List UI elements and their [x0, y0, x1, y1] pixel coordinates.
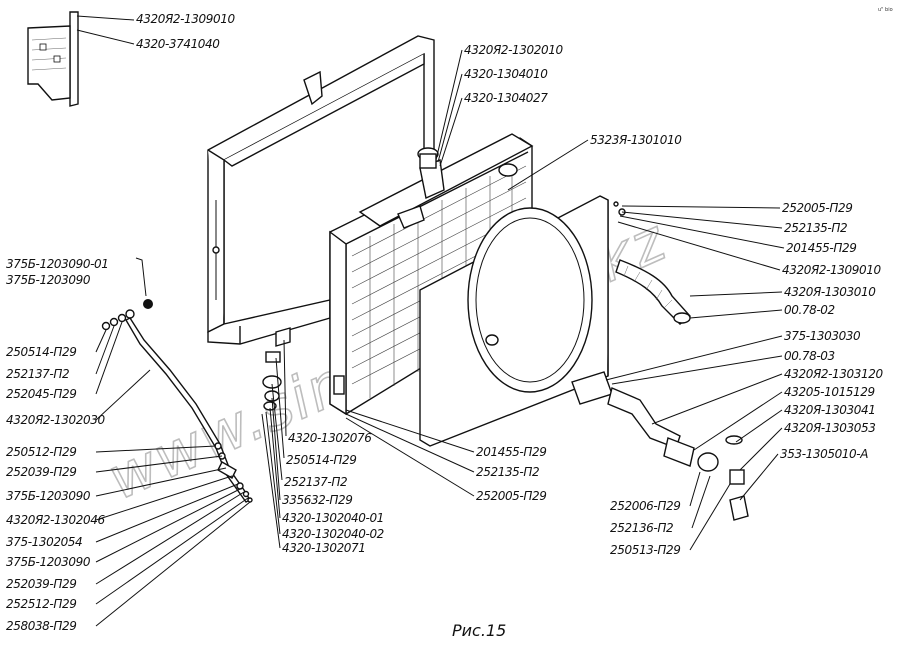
label-9: 201455-П29 [786, 241, 856, 255]
label-46: 252136-П2 [610, 521, 673, 535]
label-13: 375-1303030 [784, 329, 861, 343]
label-10: 4320Я2-1309010 [782, 263, 881, 277]
label-24: 252045-П29 [6, 387, 76, 401]
label-34: 258038-П29 [6, 619, 76, 633]
label-22: 250514-П29 [6, 345, 76, 359]
label-29: 4320Я2-1302046 [6, 513, 105, 527]
leader-lines [76, 15, 785, 627]
label-25: 4320Я2-1302030 [6, 413, 105, 427]
label-26: 250512-П29 [6, 445, 76, 459]
label-11: 4320Я-1303010 [784, 285, 876, 299]
label-32: 252039-П29 [6, 577, 76, 591]
label-38: 335632-П29 [282, 493, 352, 507]
label-41: 4320-1302071 [282, 541, 366, 555]
label-8: 252135-П2 [784, 221, 847, 235]
figure-caption: Рис.15 [452, 621, 506, 640]
label-31: 375Б-1203090 [6, 555, 91, 569]
label-4: 4320-1304010 [464, 67, 548, 81]
drain-valve-parts [262, 327, 291, 411]
label-17: 4320Я-1303041 [784, 403, 875, 417]
fan-shroud [419, 195, 609, 447]
label-16: 43205-1015129 [784, 385, 875, 399]
radiator-mounting-frame [207, 35, 435, 345]
label-27: 252039-П29 [6, 465, 76, 479]
label-35: 4320-1302076 [288, 431, 372, 445]
label-19: 353-1305010-А [780, 447, 868, 461]
label-45: 252006-П29 [610, 499, 680, 513]
label-18: 4320Я-1303053 [784, 421, 875, 435]
label-7: 252005-П29 [782, 201, 852, 215]
label-33: 252512-П29 [6, 597, 76, 611]
label-14: 00.78-03 [784, 349, 835, 363]
label-43: 252135-П2 [476, 465, 539, 479]
label-20: 375Б-1203090-01 [6, 257, 109, 271]
bracket-with-plate [27, 11, 79, 107]
lower-hose-and-pipe [571, 201, 749, 521]
label-39: 4320-1302040-01 [282, 511, 384, 525]
label-12: 00.78-02 [784, 303, 835, 317]
label-47: 250513-П29 [610, 543, 680, 557]
label-21: 375Б-1203090 [6, 273, 91, 287]
label-15: 4320Я2-1303120 [784, 367, 883, 381]
label-23: 252137-П2 [6, 367, 69, 381]
label-5: 4320-1304027 [464, 91, 548, 105]
label-6: 5323Я-1301010 [590, 133, 682, 147]
label-28: 375Б-1203090 [6, 489, 91, 503]
label-2: 4320-3741040 [136, 37, 220, 51]
label-40: 4320-1302040-02 [282, 527, 384, 541]
part-labels: 4320Я2-1309010 4320-3741040 4320Я2-13020… [6, 12, 884, 633]
label-42: 201455-П29 [476, 445, 546, 459]
label-30: 375-1302054 [6, 535, 82, 549]
label-44: 252005-П29 [476, 489, 546, 503]
label-36: 250514-П29 [286, 453, 356, 467]
label-1: 4320Я2-1309010 [136, 12, 235, 26]
label-3: 4320Я2-1302010 [464, 43, 563, 57]
corner-mark: u" bio [878, 7, 893, 13]
label-37: 252137-П2 [284, 475, 347, 489]
